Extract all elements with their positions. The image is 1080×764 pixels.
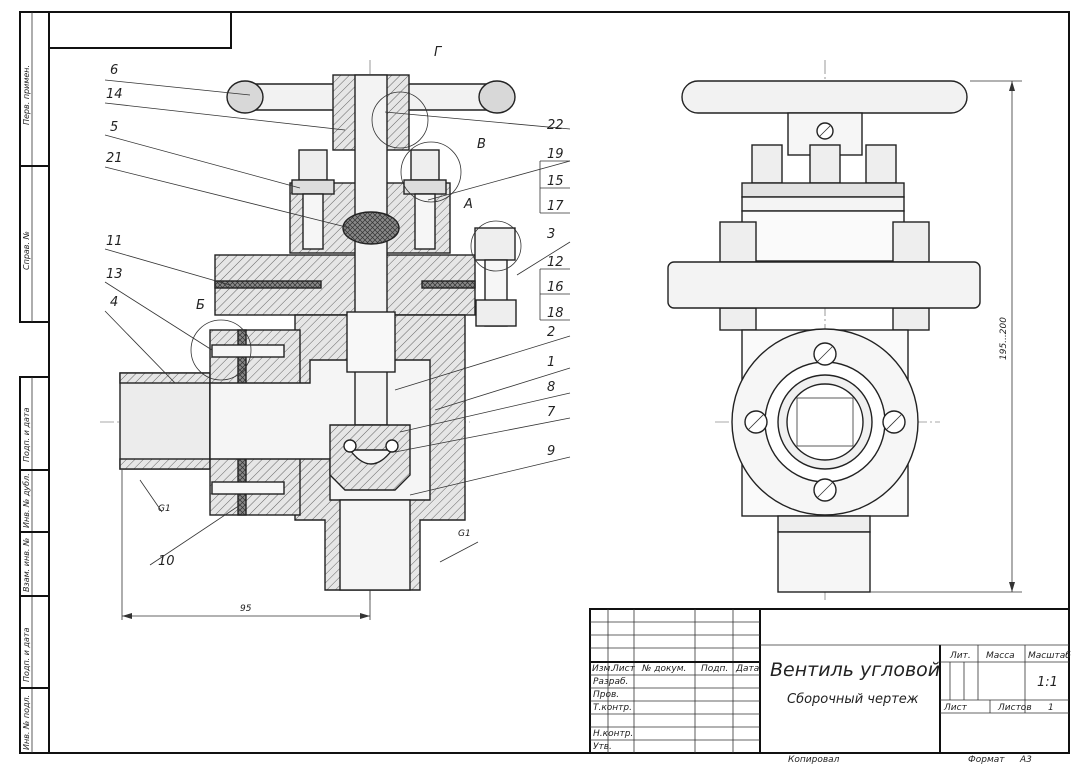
packing [342, 211, 400, 245]
callout-15: 15 [547, 174, 564, 189]
thread-label-left: G1 [158, 504, 171, 514]
callout-11: 11 [106, 234, 123, 249]
callout-21: 21 [106, 151, 123, 166]
front-handwheel [681, 80, 968, 114]
detail-mark-v: В [477, 137, 486, 152]
dimension-height [870, 80, 1022, 593]
side-sprav: Справ. № [22, 231, 31, 270]
gasket-right [421, 280, 476, 289]
callout-19: 19 [547, 147, 564, 162]
stem-nut [346, 311, 396, 373]
detail-a-circle [470, 220, 522, 272]
tb-col-izm: Изм. [592, 664, 613, 674]
detail-mark-a: А [463, 197, 473, 212]
detail-v-circle [400, 141, 462, 203]
callout-16: 16 [547, 280, 564, 295]
tb-col-data: Дата [735, 664, 759, 674]
callout-4: 4 [110, 295, 118, 310]
tb-listov-value: 1 [1048, 703, 1054, 713]
detail-mark-g: Г [434, 45, 443, 60]
callout-14: 14 [106, 87, 123, 102]
callout-9: 9 [547, 444, 555, 459]
front-flange-screws [744, 342, 906, 502]
tb-massa: Масса [986, 651, 1015, 661]
leader-lines [104, 79, 571, 566]
tb-prov: Пров. [593, 690, 619, 700]
side-perv-primen: Перв. примен. [22, 65, 31, 125]
side-podp-data-2: Подп. и дата [22, 627, 31, 682]
tb-col-podp: Подп. [701, 664, 728, 674]
tb-listov: Листов [997, 703, 1032, 713]
front-flange-bolts [719, 221, 930, 331]
footer-format-label: Формат [968, 755, 1005, 764]
callout-10: 10 [158, 554, 175, 569]
callout-8: 8 [547, 380, 555, 395]
tb-col-list: Лист [611, 664, 636, 674]
callout-12: 12 [547, 255, 564, 270]
dimension-width-value: 95 [240, 604, 252, 614]
detail-mark-b: Б [196, 298, 205, 313]
callout-13: 13 [106, 267, 123, 282]
tb-lit: Лит. [949, 651, 971, 661]
front-view: 195...200 [667, 60, 1022, 600]
tb-nkontr: Н.контр. [593, 729, 633, 739]
tb-col-dokum: № докум. [641, 664, 686, 674]
footer-format-value: A3 [1019, 755, 1032, 764]
callout-1: 1 [547, 355, 555, 370]
front-top-nuts [751, 144, 897, 184]
front-outlet [777, 531, 871, 593]
tb-list: Лист [943, 703, 968, 713]
outlet-passage [339, 499, 411, 591]
callout-7: 7 [547, 405, 556, 420]
tb-tkontr: Т.контр. [593, 703, 632, 713]
callout-2: 2 [547, 325, 555, 340]
dimension-height-value: 195...200 [999, 317, 1009, 360]
flange-bolt [474, 227, 517, 327]
tb-utv: Утв. [593, 742, 612, 752]
title-block: Изм. Лист № докум. Подп. Дата Разраб. Пр… [589, 608, 1071, 754]
tb-subtitle: Сборочный чертеж [787, 692, 919, 707]
callout-18: 18 [547, 306, 564, 321]
tb-masshtab: Масштаб [1028, 651, 1071, 661]
side-vzam-inv: Взам. инв. № [22, 538, 31, 592]
callout-6: 6 [110, 63, 118, 78]
tb-scale-value: 1:1 [1037, 675, 1058, 690]
inlet-pipe [119, 372, 211, 470]
side-podp-data-1: Подп. и дата [22, 407, 31, 462]
sheet-footer: Копировал Формат A3 [788, 755, 1032, 764]
side-inv-podl: Инв. № подл. [22, 695, 31, 750]
callout-5: 5 [110, 120, 118, 135]
sheet-frame [19, 11, 1070, 754]
dimension-width [121, 470, 371, 620]
detail-g-circle [371, 91, 429, 149]
tb-title: Вентиль угловой [770, 659, 940, 681]
callout-22: 22 [547, 118, 564, 133]
footer-kopiroval: Копировал [788, 755, 840, 764]
gasket-left [214, 280, 322, 289]
detail-b-circle [190, 319, 252, 381]
top-studs [291, 149, 447, 250]
side-inv-dubl: Инв. № дубл. [22, 473, 31, 528]
side-strip-labels: Перв. примен. Справ. № Подп. и дата Инв.… [22, 65, 31, 750]
front-flange [667, 261, 981, 309]
callout-17: 17 [547, 199, 564, 214]
thread-label-bottom: G1 [458, 529, 471, 539]
section-view: 6 14 5 21 11 13 4 10 22 19 15 17 3 12 16… [100, 45, 571, 620]
tb-razrab: Разраб. [593, 677, 628, 687]
callout-3: 3 [547, 227, 555, 242]
